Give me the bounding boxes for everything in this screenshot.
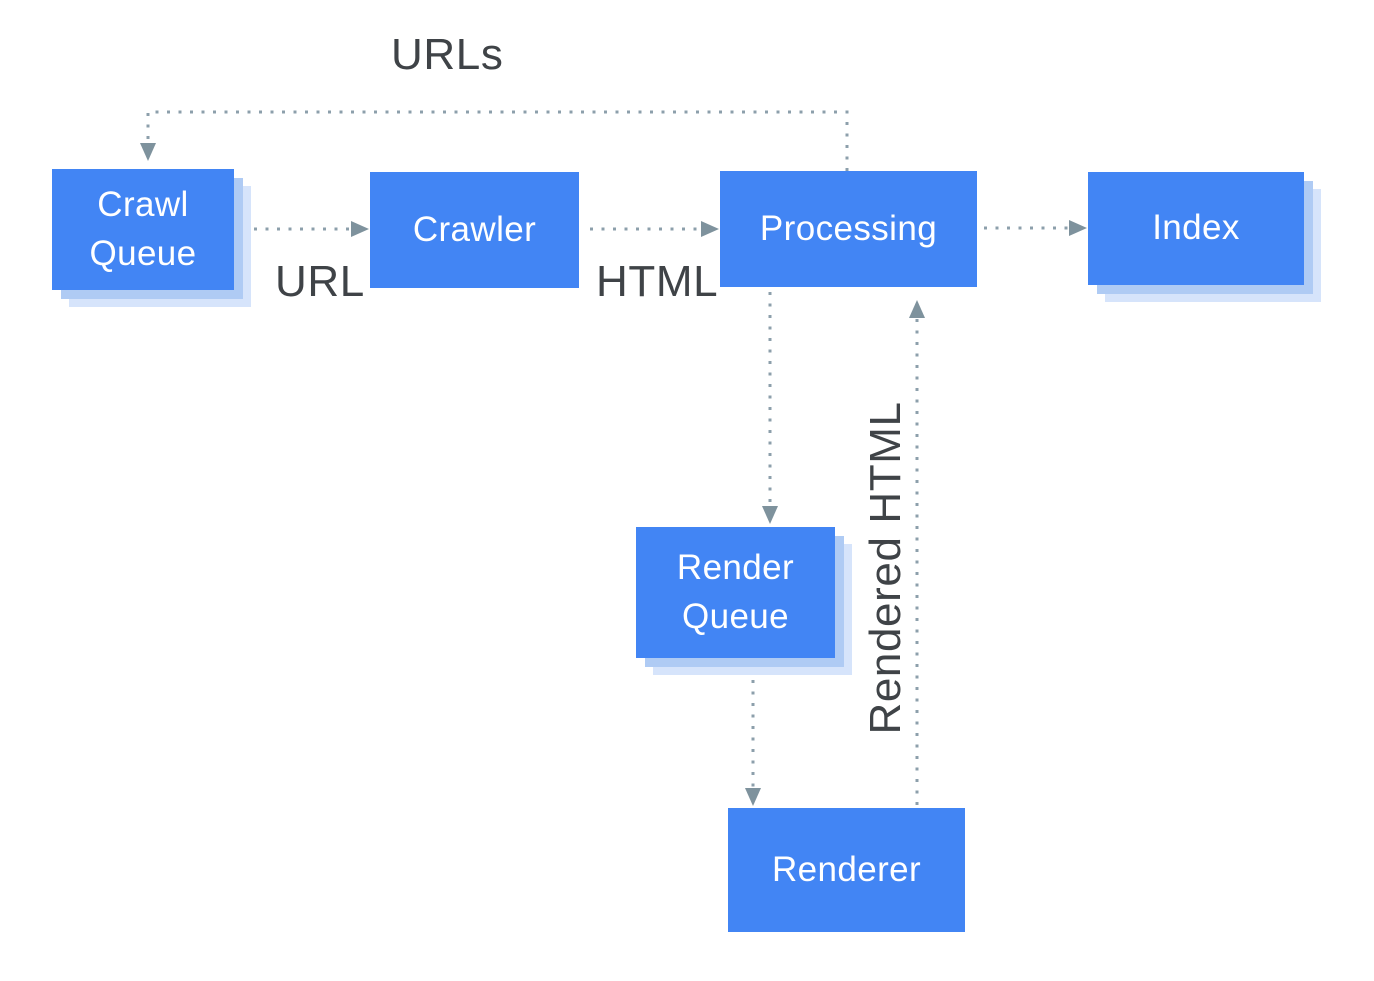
- edge-label-urls: URLs: [391, 30, 504, 79]
- edge-label-url: URL: [275, 257, 365, 306]
- node-processing-label: Processing: [759, 208, 938, 248]
- node-renderer-label: Renderer: [771, 849, 922, 889]
- edge-processing-to-index-arrowhead: [1069, 220, 1087, 236]
- node-processing: Processing: [720, 171, 977, 287]
- node-render-queue-label: Queue: [681, 596, 790, 636]
- node-render-queue-label: Render: [676, 548, 795, 588]
- node-crawler: Crawler: [370, 172, 579, 288]
- node-renderer: Renderer: [728, 808, 965, 932]
- edge-processing-to-render-queue-arrowhead: [762, 506, 778, 524]
- edge-crawl-queue-to-crawler-arrowhead: [351, 221, 369, 237]
- edge-label-html: HTML: [596, 257, 719, 306]
- edge-processing-to-crawl-queue-line: [146, 110, 849, 171]
- node-index: Index: [1088, 172, 1304, 285]
- node-crawl-queue-label: Crawl: [97, 185, 189, 225]
- node-crawler-label: Crawler: [412, 209, 537, 249]
- edge-crawler-to-processing-arrowhead: [701, 221, 719, 237]
- edge-processing-to-crawl-queue-arrowhead: [140, 143, 156, 161]
- node-index-label: Index: [1152, 208, 1240, 248]
- node-crawl-queue-label: Queue: [89, 233, 197, 273]
- edge-render-queue-to-renderer-arrowhead: [745, 788, 761, 806]
- edge-label-rendered-html: Rendered HTML: [861, 401, 910, 735]
- edge-renderer-to-processing-arrowhead: [909, 300, 925, 318]
